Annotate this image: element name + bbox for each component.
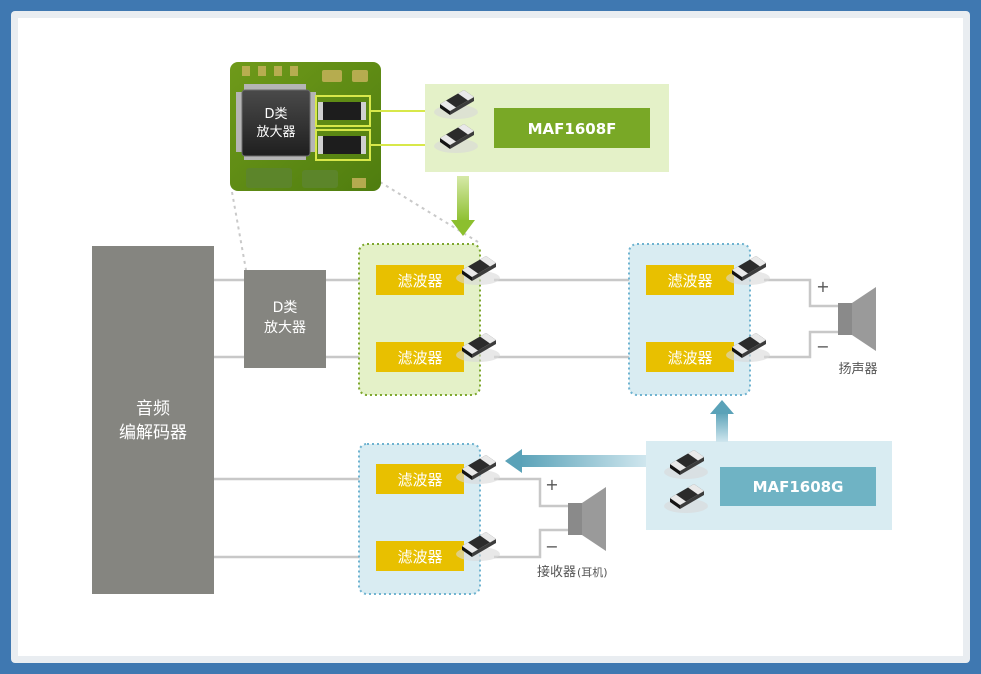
maf1608g-tag (720, 467, 876, 506)
audio-codec-block (92, 246, 214, 594)
receiver-label: 接收器 (537, 564, 576, 580)
blue-arrow-left-icon (505, 449, 646, 473)
filter-label: 滤波器 (667, 349, 712, 367)
maf1608g-label: MAF1608G (753, 478, 844, 496)
filter-label: 滤波器 (397, 349, 442, 367)
filter-label: 滤波器 (397, 548, 442, 566)
speaker-plus-label: + (816, 277, 829, 296)
speaker-icon (838, 287, 876, 351)
filter-label: 滤波器 (397, 471, 442, 489)
filter-box (376, 541, 464, 571)
amp-label-line2: 放大器 (264, 320, 306, 336)
pcb-chip-zoom: D类 放大器 (230, 62, 381, 191)
amp-label-line1: D类 (273, 300, 298, 316)
codec-label-line1: 音频 (136, 399, 170, 419)
filter-label: 滤波器 (397, 272, 442, 290)
receiver-plus-label: + (545, 475, 558, 494)
speaker-label: 扬声器 (838, 362, 877, 377)
speaker-minus-label: − (816, 337, 829, 356)
receiver-icon (568, 487, 606, 551)
maf1608f-label: MAF1608F (528, 120, 617, 138)
blue-arrow-up-icon (710, 400, 734, 442)
receiver-label-small: (耳机) (577, 565, 608, 579)
filter-box (376, 265, 464, 295)
chip-label-line2: 放大器 (256, 125, 295, 140)
filter-box (376, 342, 464, 372)
filter-label: 滤波器 (667, 272, 712, 290)
chip-label-line1: D类 (264, 107, 287, 122)
codec-label-line2: 编解码器 (119, 423, 187, 443)
class-d-amp-block (244, 270, 326, 368)
maf1608f-tag (494, 108, 650, 148)
filter-box (646, 265, 734, 295)
receiver-minus-label: − (545, 537, 558, 556)
filter-box (376, 464, 464, 494)
zoom-lines (231, 181, 479, 271)
signal-wires (214, 278, 840, 559)
filter-box (646, 342, 734, 372)
green-arrow-down-icon (451, 176, 475, 236)
